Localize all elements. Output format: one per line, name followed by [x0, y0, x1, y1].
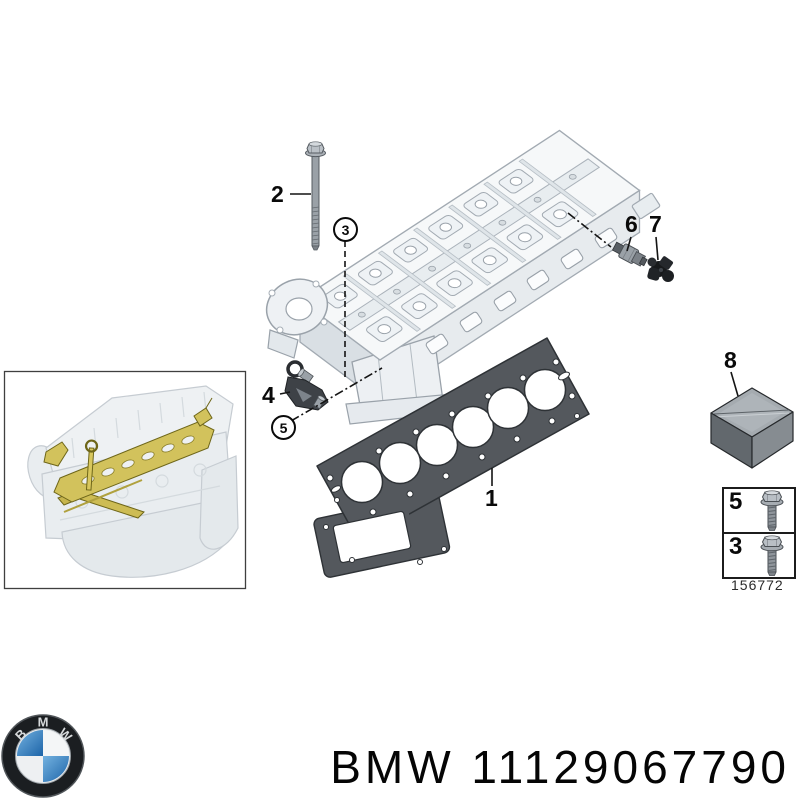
- legend-row-5-label: 5: [729, 488, 743, 515]
- seal-kit-box-illustration: [710, 387, 794, 469]
- leader-line-5: [290, 367, 383, 422]
- lifting-bracket-illustration: [284, 360, 329, 411]
- callout-7-label: 7: [649, 211, 662, 237]
- part-number-text: BMW 11129067790: [330, 741, 790, 793]
- callout-8-label: 8: [724, 347, 737, 373]
- bmw-logo: B M W: [1, 714, 85, 798]
- leader-line-6: [626, 236, 632, 252]
- leader-lines: [279, 193, 739, 486]
- flange-bolt-icon: [760, 535, 784, 576]
- crankshaft-sensor-illustration: [647, 256, 674, 282]
- leader-line-7: [655, 236, 659, 261]
- head-bolt-illustration: [305, 141, 326, 251]
- callout-3-circled-label: 3: [333, 217, 358, 242]
- flange-bolt-icon: [760, 490, 784, 531]
- legend-row-3: 3: [724, 534, 794, 577]
- camshaft-sensor-illustration: [611, 241, 648, 267]
- leader-line-8: [730, 371, 739, 397]
- head-gasket-illustration: [313, 337, 590, 578]
- legend-row-3-label: 3: [729, 533, 743, 560]
- bmw-logo-letter-m: M: [38, 715, 49, 730]
- leader-line-4: [279, 391, 291, 395]
- callout-1-label: 1: [485, 485, 498, 511]
- figure-number: 156772: [731, 577, 784, 593]
- callout-6-label: 6: [625, 211, 638, 237]
- legend-row-5: 5: [724, 489, 794, 534]
- fastener-legend: 5 3: [722, 487, 796, 579]
- engine-thumbnail: [3, 370, 247, 590]
- cylinder-head-illustration: [265, 130, 661, 425]
- callout-4-label: 4: [262, 382, 275, 408]
- callout-2-label: 2: [271, 181, 284, 207]
- callout-5-circled-label: 5: [271, 415, 296, 440]
- highlighted-gasket-overlay: [43, 397, 215, 519]
